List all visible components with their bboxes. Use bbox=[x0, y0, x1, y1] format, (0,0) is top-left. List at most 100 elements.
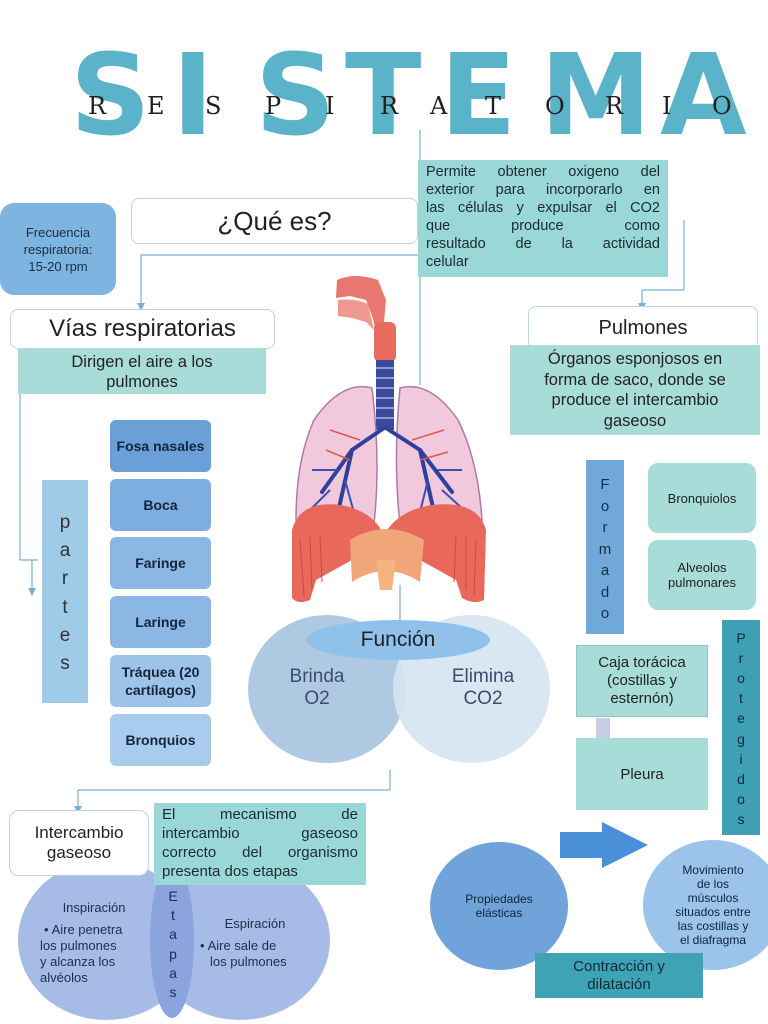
part-item: Tráquea (20 cartílagos) bbox=[110, 655, 211, 707]
movimiento-line: músculos bbox=[687, 891, 739, 905]
definition-line: Permite obtener oxigeno del bbox=[426, 164, 660, 180]
frecuencia-box: Frecuencia respiratoria: 15-20 rpm bbox=[0, 203, 116, 295]
vias-desc-line: Dirigen el aire a los bbox=[71, 352, 213, 371]
definition-box: Permite obtener oxigeno del exterior par… bbox=[418, 160, 668, 277]
brinda-line: Brinda bbox=[289, 666, 345, 687]
part-item: Fosa nasales bbox=[110, 420, 211, 472]
espiracion-line: los pulmones bbox=[210, 954, 287, 969]
formado-label: F o r m a d o bbox=[586, 460, 624, 634]
protegidos-letter: o bbox=[737, 790, 745, 807]
contraccion-box: Contracción y dilatación bbox=[535, 953, 703, 998]
intercambio-desc-line: intercambio gaseoso bbox=[162, 825, 358, 842]
subtitle-letter: R bbox=[605, 92, 624, 120]
part-item: Boca bbox=[110, 479, 211, 531]
partes-label: p a r t e s bbox=[42, 480, 88, 703]
subtitle-letter: I bbox=[325, 92, 335, 120]
etapas-letter: a bbox=[169, 964, 177, 981]
subtitle-letter: T bbox=[485, 92, 502, 120]
title-letter: M bbox=[540, 31, 652, 161]
caja-line: Caja torácica bbox=[598, 654, 686, 671]
protegidos-letter: o bbox=[737, 670, 745, 687]
caja-line: esternón) bbox=[610, 690, 674, 707]
definition-line: exterior para incorporarlo en bbox=[426, 182, 660, 198]
formado-letter: r bbox=[602, 519, 608, 536]
movimiento-line: el diafragma bbox=[679, 933, 747, 947]
formado-letter: o bbox=[600, 605, 610, 622]
definition-line: resultado de la actividad bbox=[426, 236, 660, 252]
pulmones-title: Pulmones bbox=[598, 316, 688, 339]
definition-line: que produce como bbox=[426, 218, 660, 234]
bullet-icon: • bbox=[44, 922, 49, 937]
intercambio-desc-line: presenta dos etapas bbox=[162, 863, 298, 880]
que-es-label: ¿Qué es? bbox=[217, 205, 332, 236]
partes-letter: r bbox=[61, 568, 69, 590]
etapas-label: E t a p a s bbox=[163, 888, 183, 1000]
espiracion-title: Espiración bbox=[224, 916, 286, 931]
subtitle-letter: R bbox=[380, 92, 399, 120]
title-letter: E bbox=[440, 31, 517, 161]
intercambio-title-line: Intercambio bbox=[34, 823, 124, 842]
protegidos-letter: r bbox=[738, 650, 744, 667]
movimiento-line: las costillas y bbox=[677, 919, 749, 933]
protegidos-letter: g bbox=[737, 730, 745, 747]
espiracion-bullet: • Aire sale de bbox=[200, 938, 310, 954]
inspiracion-title: Inspiración bbox=[62, 900, 126, 915]
caja-toracica-box: Caja torácica (costillas y esternón) bbox=[576, 645, 708, 717]
caja-line: (costillas y bbox=[606, 672, 677, 689]
pulmones-desc-line: gaseoso bbox=[603, 411, 667, 430]
movimiento-circle: Movimiento de los músculos situados entr… bbox=[643, 840, 768, 970]
pulmones-title-box: Pulmones bbox=[528, 306, 758, 350]
protegidos-label: P r o t e g i d o s bbox=[722, 620, 760, 835]
formado-letter: o bbox=[600, 497, 610, 515]
venn-overlap bbox=[150, 862, 194, 1018]
title-letter: A bbox=[660, 31, 747, 161]
part-item: Laringe bbox=[110, 596, 211, 648]
etapas-letter: E bbox=[168, 888, 178, 904]
title-letter: I bbox=[172, 31, 214, 161]
intercambio-title-box: Intercambio gaseoso bbox=[9, 810, 149, 876]
protegidos-letter: i bbox=[739, 750, 743, 767]
etapas-letter: a bbox=[169, 926, 177, 943]
pulmones-desc-line: Órganos esponjosos en bbox=[547, 350, 723, 368]
espiracion-line: Aire sale de bbox=[207, 938, 277, 953]
vias-desc-line: pulmones bbox=[106, 372, 178, 391]
funcion-title: Función bbox=[360, 628, 436, 651]
brinda-text: Brinda O2 bbox=[262, 665, 372, 711]
propiedades-line: elásticas bbox=[475, 906, 523, 920]
bronquiolos-box: Bronquiolos bbox=[648, 463, 756, 533]
intercambio-title-line: gaseoso bbox=[46, 843, 112, 862]
subtitle-letter: A bbox=[430, 92, 448, 120]
intercambio-desc-line: El mecanismo de bbox=[162, 806, 358, 823]
alveolos-box: Alveolos pulmonares bbox=[648, 540, 756, 610]
formado-item: Alveolos pulmonares bbox=[668, 560, 736, 590]
connector-block bbox=[596, 718, 610, 738]
partes-letter: a bbox=[59, 540, 71, 562]
inspiracion-text: Inspiración • Aire penetra los pulmones … bbox=[40, 900, 154, 986]
subtitle-letter: E bbox=[147, 92, 165, 120]
subtitle-letter: S bbox=[205, 92, 222, 120]
elimina-line: CO2 bbox=[463, 688, 503, 709]
inspiracion-line: y alcanza los bbox=[40, 954, 116, 969]
pleura-label: Pleura bbox=[620, 765, 664, 783]
part-item: Bronquios bbox=[110, 714, 211, 766]
partes-letter: s bbox=[60, 652, 70, 674]
subtitle-letter: R bbox=[88, 92, 107, 120]
protegidos-letter: P bbox=[736, 630, 746, 646]
subtitle-letter: P bbox=[265, 92, 282, 120]
vias-title: Vías respiratorias bbox=[49, 315, 236, 342]
propiedades-line: Propiedades bbox=[465, 892, 533, 906]
subtitle-letter: O bbox=[545, 92, 565, 120]
movimiento-line: de los bbox=[696, 877, 730, 891]
part-item: Faringe bbox=[110, 537, 211, 589]
pulmones-desc-line: forma de saco, donde se bbox=[544, 370, 726, 389]
funcion-pill: Función bbox=[306, 620, 490, 660]
subtitle-letter: O bbox=[712, 92, 732, 120]
contraccion-line: dilatación bbox=[587, 975, 651, 993]
inspiracion-bullet: • Aire penetra bbox=[44, 922, 154, 938]
propiedades-circle: Propiedades elásticas bbox=[430, 842, 568, 970]
protegidos-letter: t bbox=[739, 690, 743, 707]
partes-letter: t bbox=[62, 596, 68, 618]
pulmones-desc-line: produce el intercambio bbox=[551, 391, 719, 409]
frecuencia-line: Frecuencia bbox=[25, 224, 91, 240]
